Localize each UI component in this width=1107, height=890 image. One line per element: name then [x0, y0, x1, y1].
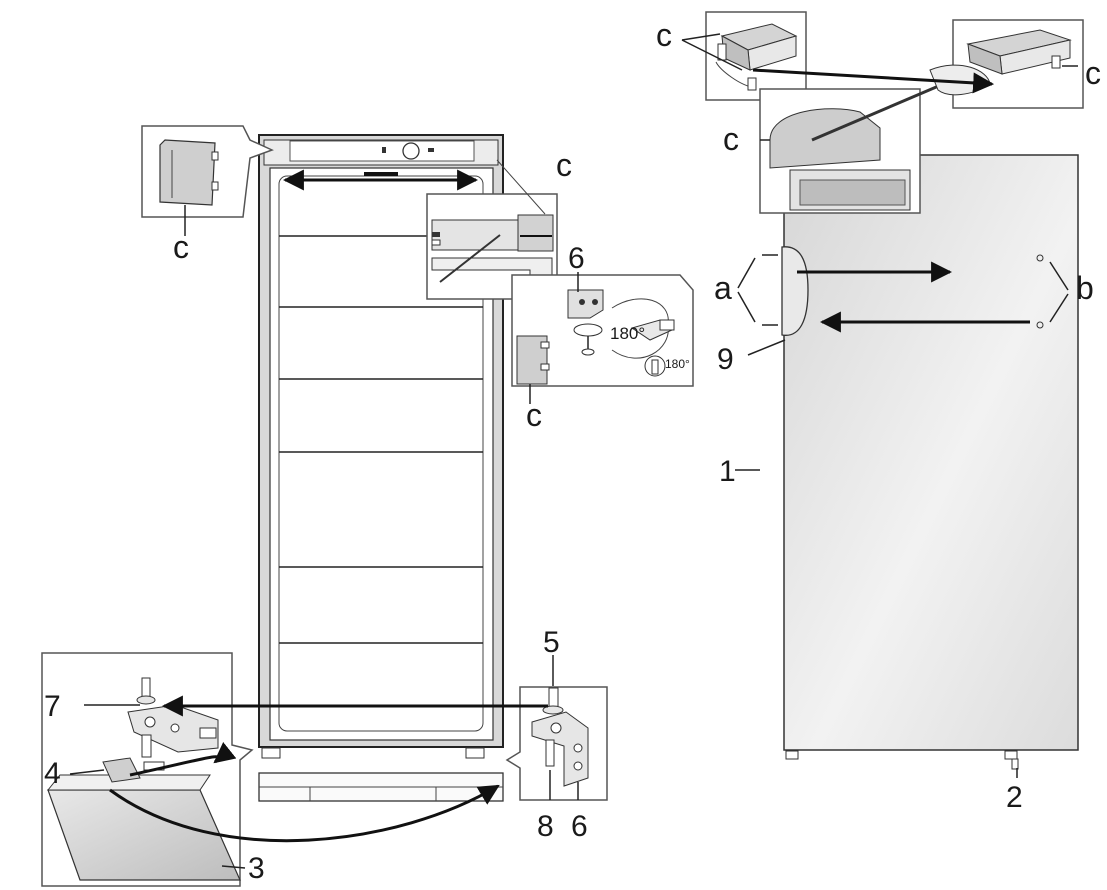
label-6-bottom: 6 — [571, 810, 588, 843]
label-7: 7 — [44, 690, 61, 723]
top-cover-inset — [141, 125, 274, 236]
hinge-top-inset — [426, 159, 558, 300]
thermostat-knob-icon — [402, 142, 420, 160]
plinth-cover-arrow — [109, 784, 500, 843]
label-c-door-cover-left: c — [656, 17, 672, 53]
label-1: 1 — [719, 455, 736, 488]
door-panel — [735, 154, 1079, 778]
label-6-top: 6 — [568, 242, 585, 275]
door-cover-inset-left — [705, 11, 807, 101]
plinth — [258, 772, 504, 802]
label-c-top-left: c — [173, 229, 189, 265]
door-top-screwdriver-inset — [759, 64, 991, 214]
label-8: 8 — [537, 810, 554, 843]
label-c-right-top: c — [556, 147, 572, 183]
label-4: 4 — [44, 757, 61, 790]
label-3: 3 — [248, 852, 265, 885]
label-b: b — [1076, 270, 1094, 306]
label-2: 2 — [1006, 781, 1023, 814]
label-a: a — [714, 270, 732, 306]
bottom-right-inset — [505, 655, 608, 801]
bottom-left-inset — [41, 652, 254, 887]
label-c-hinge: c — [526, 397, 542, 433]
label-9: 9 — [717, 343, 734, 376]
label-c-door-top: c — [723, 121, 739, 157]
door-cover-inset-right — [952, 19, 1084, 109]
label-c-door-cover-right: c — [1085, 55, 1101, 91]
label-180-deg-b: 180° — [665, 357, 690, 371]
label-5: 5 — [543, 626, 560, 659]
label-180-deg-a: 180° — [610, 324, 645, 343]
door-cover-move-arrow — [752, 68, 995, 94]
hinge-rotation-inset — [511, 274, 694, 404]
cover-move-arrow-short — [129, 741, 237, 777]
